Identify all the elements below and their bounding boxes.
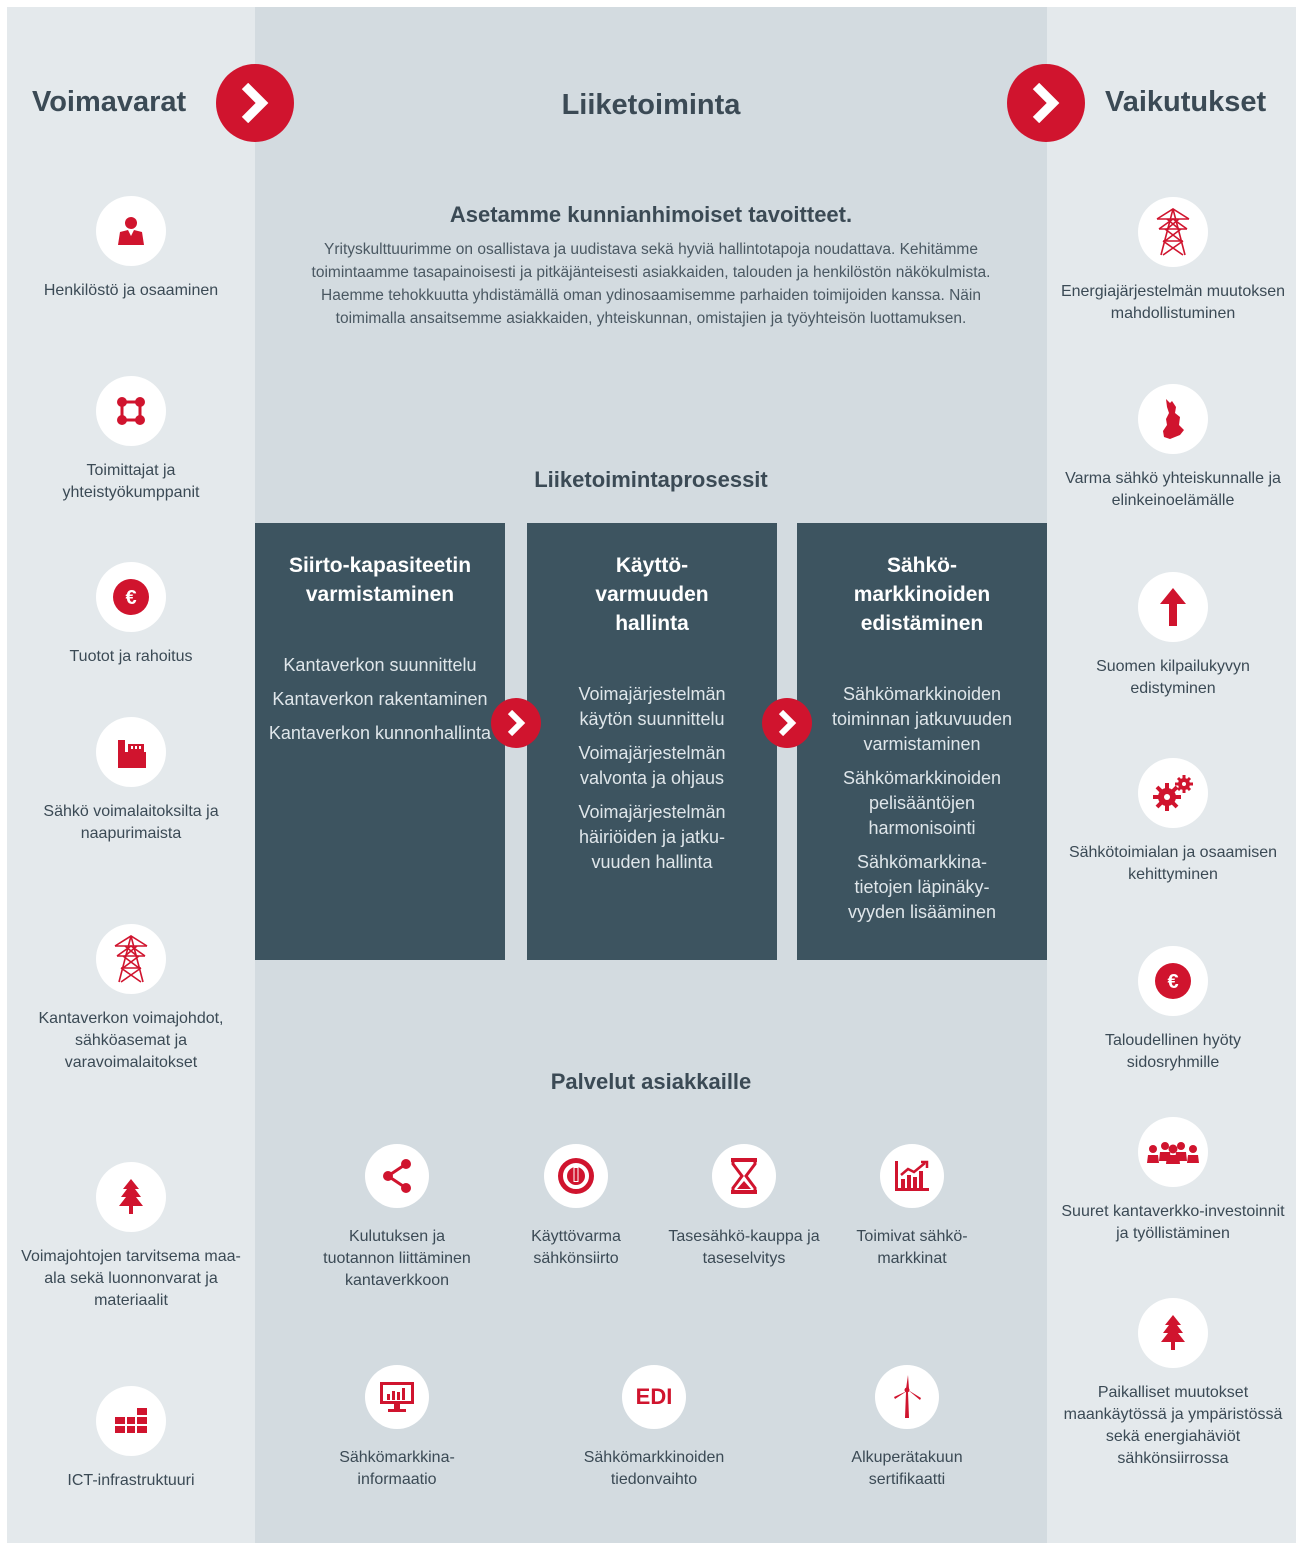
process-title: Siirto-kapasiteetin varmistaminen xyxy=(288,554,472,606)
service-item: Alkuperätakuun sertifikaatti xyxy=(827,1365,987,1491)
impact-item: € Taloudellinen hyöty sidosryhmille xyxy=(1058,946,1288,1074)
svg-text:€: € xyxy=(125,587,136,609)
service-item: EDI Sähkömarkkinoiden tiedonvaihto xyxy=(574,1365,734,1491)
network-icon xyxy=(96,376,166,446)
process-item: Kantaverkon kunnonhallinta xyxy=(268,723,492,743)
service-item: Kulutuksen ja tuotannon liittäminen kant… xyxy=(317,1144,477,1292)
edi-icon: EDI xyxy=(622,1365,686,1429)
intro-title: Asetamme kunnianhimoiset tavoitteet. xyxy=(449,202,853,227)
service-item: Toimivat sähkö-markkinat xyxy=(832,1144,992,1270)
euro-icon: € xyxy=(1138,946,1208,1016)
impact-item: Energiajärjestelmän muutoksen mahdollist… xyxy=(1058,197,1288,325)
factory-icon xyxy=(96,717,166,787)
impacts-heading: Vaikutukset xyxy=(1105,86,1267,118)
person-icon xyxy=(96,196,166,266)
processes-title: Liiketoimintaprosessit xyxy=(534,467,768,492)
process-title: Käyttö-varmuuden hallinta xyxy=(595,554,709,635)
pylon-icon xyxy=(1138,197,1208,267)
process-item: Kantaverkon suunnittelu xyxy=(283,655,477,675)
hourglass-icon xyxy=(712,1144,776,1208)
service-item: Tasesähkö-kauppa ja taseselvitys xyxy=(664,1144,824,1270)
tree-icon xyxy=(96,1162,166,1232)
process-box: Sähkö-markkinoiden edistäminen Sähkömark… xyxy=(797,523,1047,960)
pylon-icon xyxy=(96,924,166,994)
process-item: Voimajärjestelmän valvonta ja ohjaus xyxy=(578,743,726,788)
resources-heading: Voimavarat xyxy=(32,86,187,118)
service-item: Sähkömarkkina-informaatio xyxy=(317,1365,477,1491)
chevron-right-icon xyxy=(762,698,812,748)
blocks-icon xyxy=(96,1386,166,1456)
process-item: Kantaverkon rakentaminen xyxy=(272,689,488,709)
share-icon xyxy=(365,1144,429,1208)
chevron-right-icon xyxy=(491,698,541,748)
svg-text:€: € xyxy=(1167,971,1178,993)
impact-item: Suomen kilpailukyvyn edistyminen xyxy=(1058,572,1288,700)
process-item: Voimajärjestelmän häiriöiden ja jatku-vu… xyxy=(578,802,726,872)
group-icon xyxy=(1138,1117,1208,1187)
resource-item: ICT-infrastruktuuri xyxy=(16,1386,246,1492)
tree-icon xyxy=(1138,1298,1208,1368)
intro-text: Yrityskulttuurimme on osallistava ja uud… xyxy=(311,241,991,327)
chart-icon xyxy=(880,1144,944,1208)
services-title: Palvelut asiakkaille xyxy=(550,1069,752,1094)
chevron-right-icon xyxy=(216,64,294,142)
process-item: Sähkömarkkinoiden pelisääntöjen harmonis… xyxy=(842,768,1002,838)
impact-item: Paikalliset muutokset maankäytössä ja ym… xyxy=(1058,1298,1288,1470)
process-box: Käyttö-varmuuden hallinta Voimajärjestel… xyxy=(527,523,777,960)
service-item: Käyttövarma sähkönsiirto xyxy=(496,1144,656,1270)
impact-item: Sähkötoimialan ja osaamisen kehittyminen xyxy=(1058,758,1288,886)
chevron-right-icon xyxy=(1007,64,1085,142)
process-box: Siirto-kapasiteetin varmistaminen Kantav… xyxy=(255,523,505,960)
wind-turbine-icon xyxy=(875,1365,939,1429)
impact-item: Suuret kantaverkko-investoinnit ja työll… xyxy=(1058,1117,1288,1245)
process-item: Voimajärjestelmän käytön suunnittelu xyxy=(578,684,726,729)
resource-item: Kantaverkon voimajohdot, sähköasemat ja … xyxy=(16,924,246,1074)
monitor-chart-icon xyxy=(365,1365,429,1429)
arrow-up-icon xyxy=(1138,572,1208,642)
finland-map-icon xyxy=(1138,384,1208,454)
euro-icon: € xyxy=(96,562,166,632)
resource-item: Sähkö voimalaitoksilta ja naapurimaista xyxy=(16,717,246,845)
gears-icon xyxy=(1138,758,1208,828)
process-item: Sähkömarkkina-tietojen läpinäky-vyyden l… xyxy=(847,852,997,922)
resource-item: Henkilöstö ja osaaminen xyxy=(16,196,246,302)
resource-item: € Tuotot ja rahoitus xyxy=(16,562,246,668)
process-item: Sähkömarkkinoiden toiminnan jatkuvuuden … xyxy=(831,684,1013,754)
resource-item: Toimittajat ja yhteistyökumppanit xyxy=(16,376,246,504)
impact-item: Varma sähkö yhteiskunnalle ja elinkeinoe… xyxy=(1058,384,1288,512)
resource-item: Voimajohtojen tarvitsema maa-ala sekä lu… xyxy=(16,1162,246,1312)
process-title: Sähkö-markkinoiden edistäminen xyxy=(853,554,991,635)
business-heading: Liiketoiminta xyxy=(561,89,741,121)
power-icon xyxy=(544,1144,608,1208)
